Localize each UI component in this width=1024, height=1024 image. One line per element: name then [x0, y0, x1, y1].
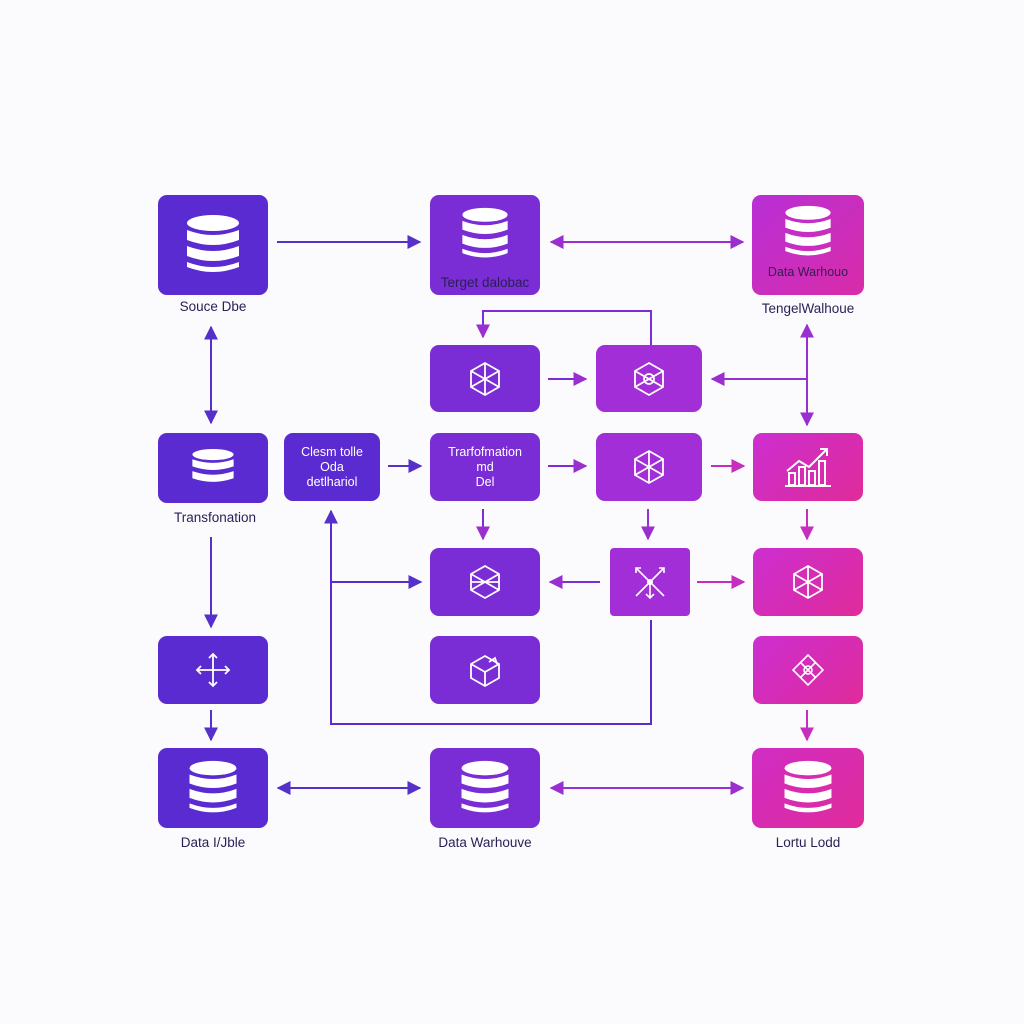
database-icon: [186, 760, 240, 816]
data-table-node[interactable]: [158, 748, 268, 828]
target-db-caption: Terget dalobac: [440, 275, 530, 290]
cube-network-icon: [467, 361, 503, 397]
database-icon: [184, 214, 242, 276]
hex-mid-right-node[interactable]: [596, 345, 702, 412]
hex-row4-right-node[interactable]: [753, 548, 863, 616]
clean-data-label: Clesm tolle Oda detlhariol: [301, 444, 363, 489]
transform-md-node[interactable]: Trarfofmation md Del: [430, 433, 540, 501]
cube-network-icon: [467, 564, 503, 600]
hex-row5-right-node[interactable]: [753, 636, 863, 704]
move-node[interactable]: [158, 636, 268, 704]
database-icon: [458, 760, 512, 816]
cube-network-icon: [631, 361, 667, 397]
cube-row5-node[interactable]: [430, 636, 540, 704]
hex-mid-left-node[interactable]: [430, 345, 540, 412]
open-cube-icon: [467, 652, 503, 688]
data-warehouse-caption: Data Warhouve: [438, 835, 532, 850]
cube-network-icon: [631, 449, 667, 485]
move-arrows-icon: [193, 650, 233, 690]
hex-row4-left-node[interactable]: [430, 548, 540, 616]
analytics-node[interactable]: [753, 433, 863, 501]
bar-chart-icon: [783, 445, 833, 489]
hub-row4-node[interactable]: [610, 548, 690, 616]
warehouse-top-inner-label: Data Warhouo: [767, 265, 849, 279]
database-icon: [781, 760, 835, 816]
edge-big-loop: [324, 509, 652, 725]
lortu-lodd-node[interactable]: [752, 748, 864, 828]
target-db-node[interactable]: [430, 195, 540, 295]
database-icon: [459, 207, 511, 261]
transformation-node[interactable]: [158, 433, 268, 503]
transform-md-label: Trarfofmation md Del: [448, 444, 522, 489]
database-icon: [782, 205, 834, 259]
data-table-caption: Data I/Jble: [180, 835, 246, 850]
cube-network-icon: [790, 652, 826, 688]
edge-loop-top: [476, 310, 652, 345]
warehouse-top-caption: TengelWalhoue: [761, 301, 855, 316]
source-db-caption: Souce Dbe: [179, 299, 247, 314]
clean-data-node[interactable]: Clesm tolle Oda detlhariol: [284, 433, 380, 501]
database-icon: [190, 448, 236, 488]
transformation-caption: Transfonation: [173, 510, 257, 525]
warehouse-top-node[interactable]: Data Warhouo: [752, 195, 864, 295]
source-db-node[interactable]: [158, 195, 268, 295]
data-warehouse-node[interactable]: [430, 748, 540, 828]
lortu-lodd-caption: Lortu Lodd: [775, 835, 841, 850]
scatter-arrows-icon: [630, 562, 670, 602]
cube-network-icon: [790, 564, 826, 600]
hex-row3-node[interactable]: [596, 433, 702, 501]
